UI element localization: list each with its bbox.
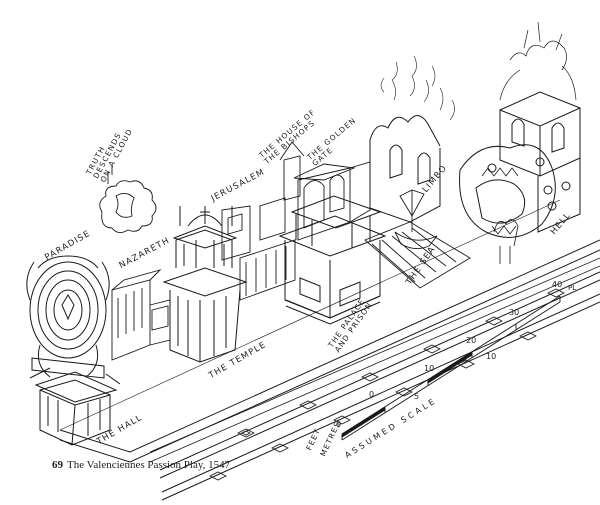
paradise-structure [26, 255, 110, 379]
sea-structure [364, 189, 471, 289]
metre-tick-10: 10 [486, 352, 497, 361]
feet-tick-30: 30 [509, 308, 520, 317]
diamond-ornaments [209, 288, 565, 481]
nazareth-structure [111, 269, 171, 361]
feet-tick-0: 0 [369, 390, 375, 399]
metre-tick-5: 5 [414, 392, 420, 401]
feet-tick-20: 20 [466, 336, 477, 345]
caption-number: 69 [52, 459, 63, 471]
caption-text: The Valenciennes Passion Play, 1547 [67, 459, 231, 471]
truth-cloud [99, 165, 157, 233]
feet-tick-10: 10 [424, 364, 435, 373]
hall-structure [29, 367, 121, 446]
temple-structure [162, 206, 248, 363]
palace-prison-structure [278, 195, 387, 325]
limbo-structure [369, 55, 455, 223]
figure-caption: 69 The Valenciennes Passion Play, 1547 [52, 459, 230, 471]
hell-structure [459, 21, 581, 264]
jerusalem-structure [221, 141, 305, 301]
scale-pl-label: PL [568, 284, 577, 292]
metre-tick-0: 0 [336, 420, 342, 429]
stage-platform [59, 199, 600, 501]
bishops-gate-structure [293, 161, 371, 241]
feet-tick-40: 40 [552, 280, 563, 289]
scale-bar [341, 295, 561, 441]
